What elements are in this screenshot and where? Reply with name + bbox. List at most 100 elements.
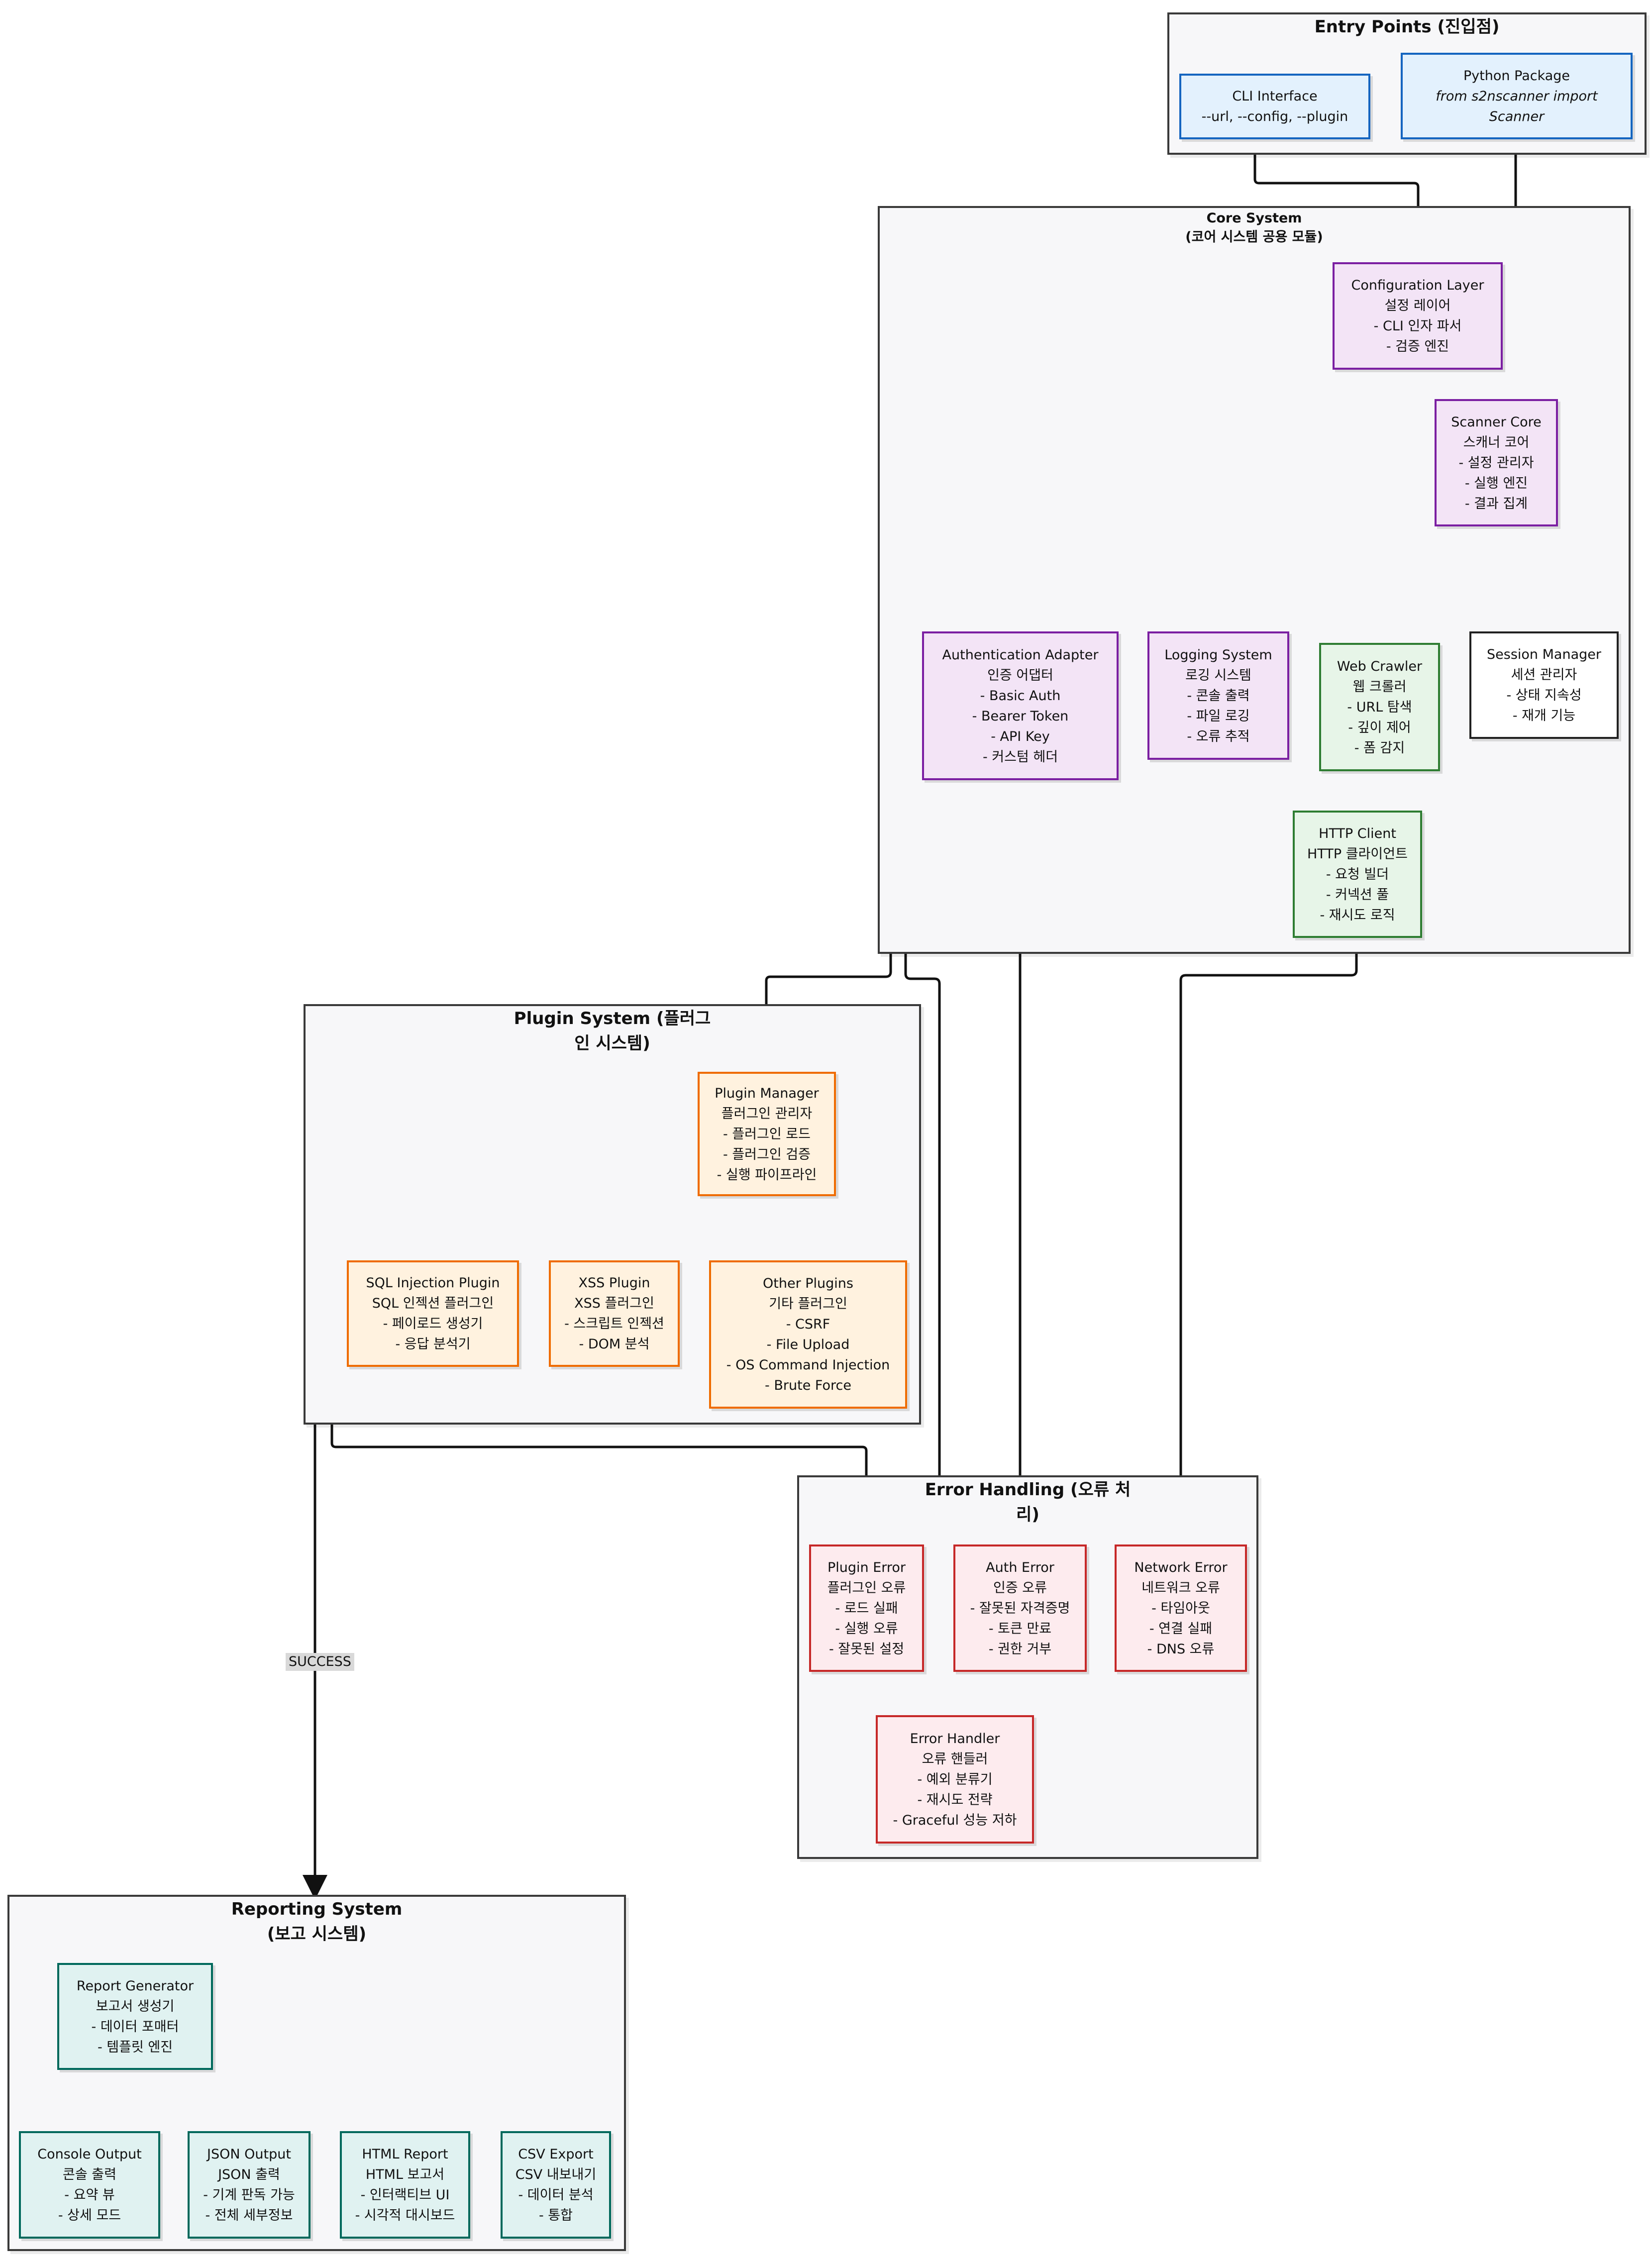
node-line: - 오류 추적	[1187, 728, 1250, 744]
node-line: - 전체 세부정보	[205, 2208, 293, 2223]
node-csv-export[interactable]: CSV Export CSV 내보내기 - 데이터 분석 - 통합	[501, 2131, 611, 2239]
node-line: - Brute Force	[765, 1378, 851, 1393]
node-line: 플러그인 관리자	[721, 1106, 813, 1122]
node-line: HTML Report	[362, 2147, 448, 2162]
node-line: from s2nscanner import	[1436, 88, 1598, 104]
node-line: - CLI 인자 파서	[1373, 318, 1462, 334]
node-line: - 재시도 로직	[1320, 907, 1395, 923]
node-line: - 실행 오류	[835, 1621, 898, 1637]
cluster-title: Entry Points (진입점)	[1314, 17, 1500, 37]
node-other-plugins[interactable]: Other Plugins 기타 플러그인 - CSRF - File Uplo…	[709, 1260, 907, 1409]
node-plugin-error[interactable]: Plugin Error 플러그인 오류 - 로드 실패 - 실행 오류 - 잘…	[809, 1544, 924, 1672]
node-auth-error[interactable]: Auth Error 인증 오류 - 잘못된 자격증명 - 토큰 만료 - 권한…	[953, 1544, 1087, 1672]
node-line: Other Plugins	[763, 1276, 853, 1291]
node-line: JSON Output	[207, 2147, 291, 2162]
node-line: - 요청 빌더	[1326, 866, 1389, 882]
node-line: Scanner	[1489, 108, 1545, 124]
node-line: - URL 탐색	[1347, 699, 1412, 715]
node-line: Console Output	[37, 2147, 142, 2162]
node-line: - 권한 거부	[988, 1641, 1052, 1657]
node-line: - 스크립트 인젝션	[564, 1316, 664, 1332]
cluster-core-system: Core System (코어 시스템 공용 모듈)	[878, 206, 1631, 954]
cluster-title: Plugin System (플러그 인 시스템)	[514, 1009, 711, 1053]
node-line: - 실행 파이프라인	[717, 1167, 817, 1183]
node-line: 설정 레이어	[1384, 298, 1451, 313]
node-line: 보고서 생성기	[96, 1998, 175, 2014]
node-line: - 설정 관리자	[1458, 455, 1534, 471]
node-line: - 로드 실패	[835, 1600, 898, 1616]
node-line: - 인터랙티브 UI	[360, 2187, 450, 2203]
node-line: - 기계 판독 가능	[203, 2187, 295, 2203]
node-line: Python Package	[1463, 68, 1570, 84]
node-line: - 페이로드 생성기	[383, 1316, 483, 1332]
node-line: HTTP Client	[1319, 825, 1396, 841]
node-line: SQL 인젝션 플러그인	[372, 1296, 494, 1311]
node-plugin-manager[interactable]: Plugin Manager 플러그인 관리자 - 플러그인 로드 - 플러그인…	[698, 1072, 836, 1196]
node-line: - 상세 모드	[58, 2208, 121, 2223]
node-line: HTML 보고서	[365, 2167, 445, 2182]
node-line: - 응답 분석기	[395, 1337, 471, 1352]
edge-label-success: SUCCESS	[286, 1653, 354, 1671]
node-line: CSV Export	[518, 2147, 594, 2162]
node-configuration-layer[interactable]: Configuration Layer 설정 레이어 - CLI 인자 파서 -…	[1333, 262, 1503, 370]
node-line: SQL Injection Plugin	[366, 1275, 500, 1291]
node-json-output[interactable]: JSON Output JSON 출력 - 기계 판독 가능 - 전체 세부정보	[188, 2131, 310, 2239]
node-line: - CSRF	[786, 1317, 830, 1332]
node-error-handler[interactable]: Error Handler 오류 핸들러 - 예외 분류기 - 재시도 전략 -…	[876, 1715, 1034, 1844]
node-line: Web Crawler	[1337, 658, 1423, 674]
node-line: - 연결 실패	[1149, 1621, 1213, 1637]
node-line: 로깅 시스템	[1185, 667, 1251, 683]
node-line: Auth Error	[986, 1559, 1054, 1575]
node-line: - 템플릿 엔진	[97, 2039, 173, 2055]
node-line: Plugin Error	[827, 1559, 906, 1575]
node-line: - 데이터 포매터	[91, 2019, 179, 2035]
node-line: - 실행 엔진	[1464, 475, 1528, 491]
node-line: 플러그인 오류	[827, 1580, 906, 1596]
node-line: Authentication Adapter	[942, 647, 1099, 663]
node-line: - 재시도 전략	[917, 1792, 993, 1808]
node-line: - 파일 로깅	[1187, 708, 1250, 724]
node-python-package[interactable]: Python Package from s2nscanner import Sc…	[1401, 53, 1633, 139]
node-line: - 요약 뷰	[64, 2187, 115, 2203]
node-line: JSON 출력	[218, 2167, 280, 2182]
node-line: - 데이터 분석	[518, 2187, 594, 2203]
node-line: - Bearer Token	[972, 708, 1069, 724]
node-line: 콘솔 출력	[63, 2167, 116, 2182]
node-line: - 커스텀 헤더	[982, 749, 1058, 765]
node-html-report[interactable]: HTML Report HTML 보고서 - 인터랙티브 UI - 시각적 대시…	[340, 2131, 470, 2239]
node-line: - 타임아웃	[1151, 1600, 1210, 1616]
node-line: - 재개 기능	[1512, 708, 1576, 723]
node-line: - OS Command Injection	[726, 1357, 890, 1373]
node-sql-injection-plugin[interactable]: SQL Injection Plugin SQL 인젝션 플러그인 - 페이로드…	[347, 1260, 519, 1367]
node-line: - 시각적 대시보드	[355, 2208, 455, 2223]
node-xss-plugin[interactable]: XSS Plugin XSS 플러그인 - 스크립트 인젝션 - DOM 분석	[549, 1260, 680, 1367]
node-line: Session Manager	[1487, 647, 1601, 662]
node-line: CSV 내보내기	[515, 2167, 597, 2182]
cluster-title: Core System (코어 시스템 공용 모듈)	[1185, 210, 1323, 245]
node-web-crawler[interactable]: Web Crawler 웹 크롤러 - URL 탐색 - 깊이 제어 - 폼 감…	[1319, 643, 1440, 771]
node-line: 세션 관리자	[1511, 667, 1577, 683]
node-network-error[interactable]: Network Error 네트워크 오류 - 타임아웃 - 연결 실패 - D…	[1115, 1544, 1247, 1672]
node-line: - API Key	[991, 728, 1050, 744]
node-line: --url, --config, --plugin	[1201, 109, 1348, 124]
node-line: - Graceful 성능 저하	[893, 1812, 1017, 1828]
node-line: 오류 핸들러	[922, 1751, 988, 1767]
node-line: Report Generator	[76, 1978, 194, 1994]
node-logging-system[interactable]: Logging System 로깅 시스템 - 콘솔 출력 - 파일 로깅 - …	[1147, 631, 1289, 760]
node-http-client[interactable]: HTTP Client HTTP 클라이언트 - 요청 빌더 - 커넥션 풀 -…	[1293, 811, 1422, 938]
node-line: - 커넥션 풀	[1326, 887, 1389, 903]
node-line: - 콘솔 출력	[1187, 688, 1250, 704]
node-authentication-adapter[interactable]: Authentication Adapter 인증 어댑터 - Basic Au…	[922, 631, 1119, 780]
node-line: - 검증 엔진	[1386, 339, 1449, 354]
node-session-manager[interactable]: Session Manager 세션 관리자 - 상태 지속성 - 재개 기능	[1469, 631, 1619, 739]
node-line: 스캐너 코어	[1463, 434, 1530, 450]
node-cli-interface[interactable]: CLI Interface --url, --config, --plugin	[1179, 74, 1370, 139]
node-console-output[interactable]: Console Output 콘솔 출력 - 요약 뷰 - 상세 모드	[19, 2131, 160, 2239]
node-line: 기타 플러그인	[769, 1296, 847, 1312]
node-line: 인증 어댑터	[987, 667, 1053, 683]
node-line: - 잘못된 설정	[828, 1641, 905, 1657]
node-line: 웹 크롤러	[1352, 679, 1407, 695]
node-line: - 깊이 제어	[1348, 720, 1411, 735]
node-scanner-core[interactable]: Scanner Core 스캐너 코어 - 설정 관리자 - 실행 엔진 - 결…	[1435, 399, 1558, 526]
node-report-generator[interactable]: Report Generator 보고서 생성기 - 데이터 포매터 - 템플릿…	[57, 1963, 213, 2070]
